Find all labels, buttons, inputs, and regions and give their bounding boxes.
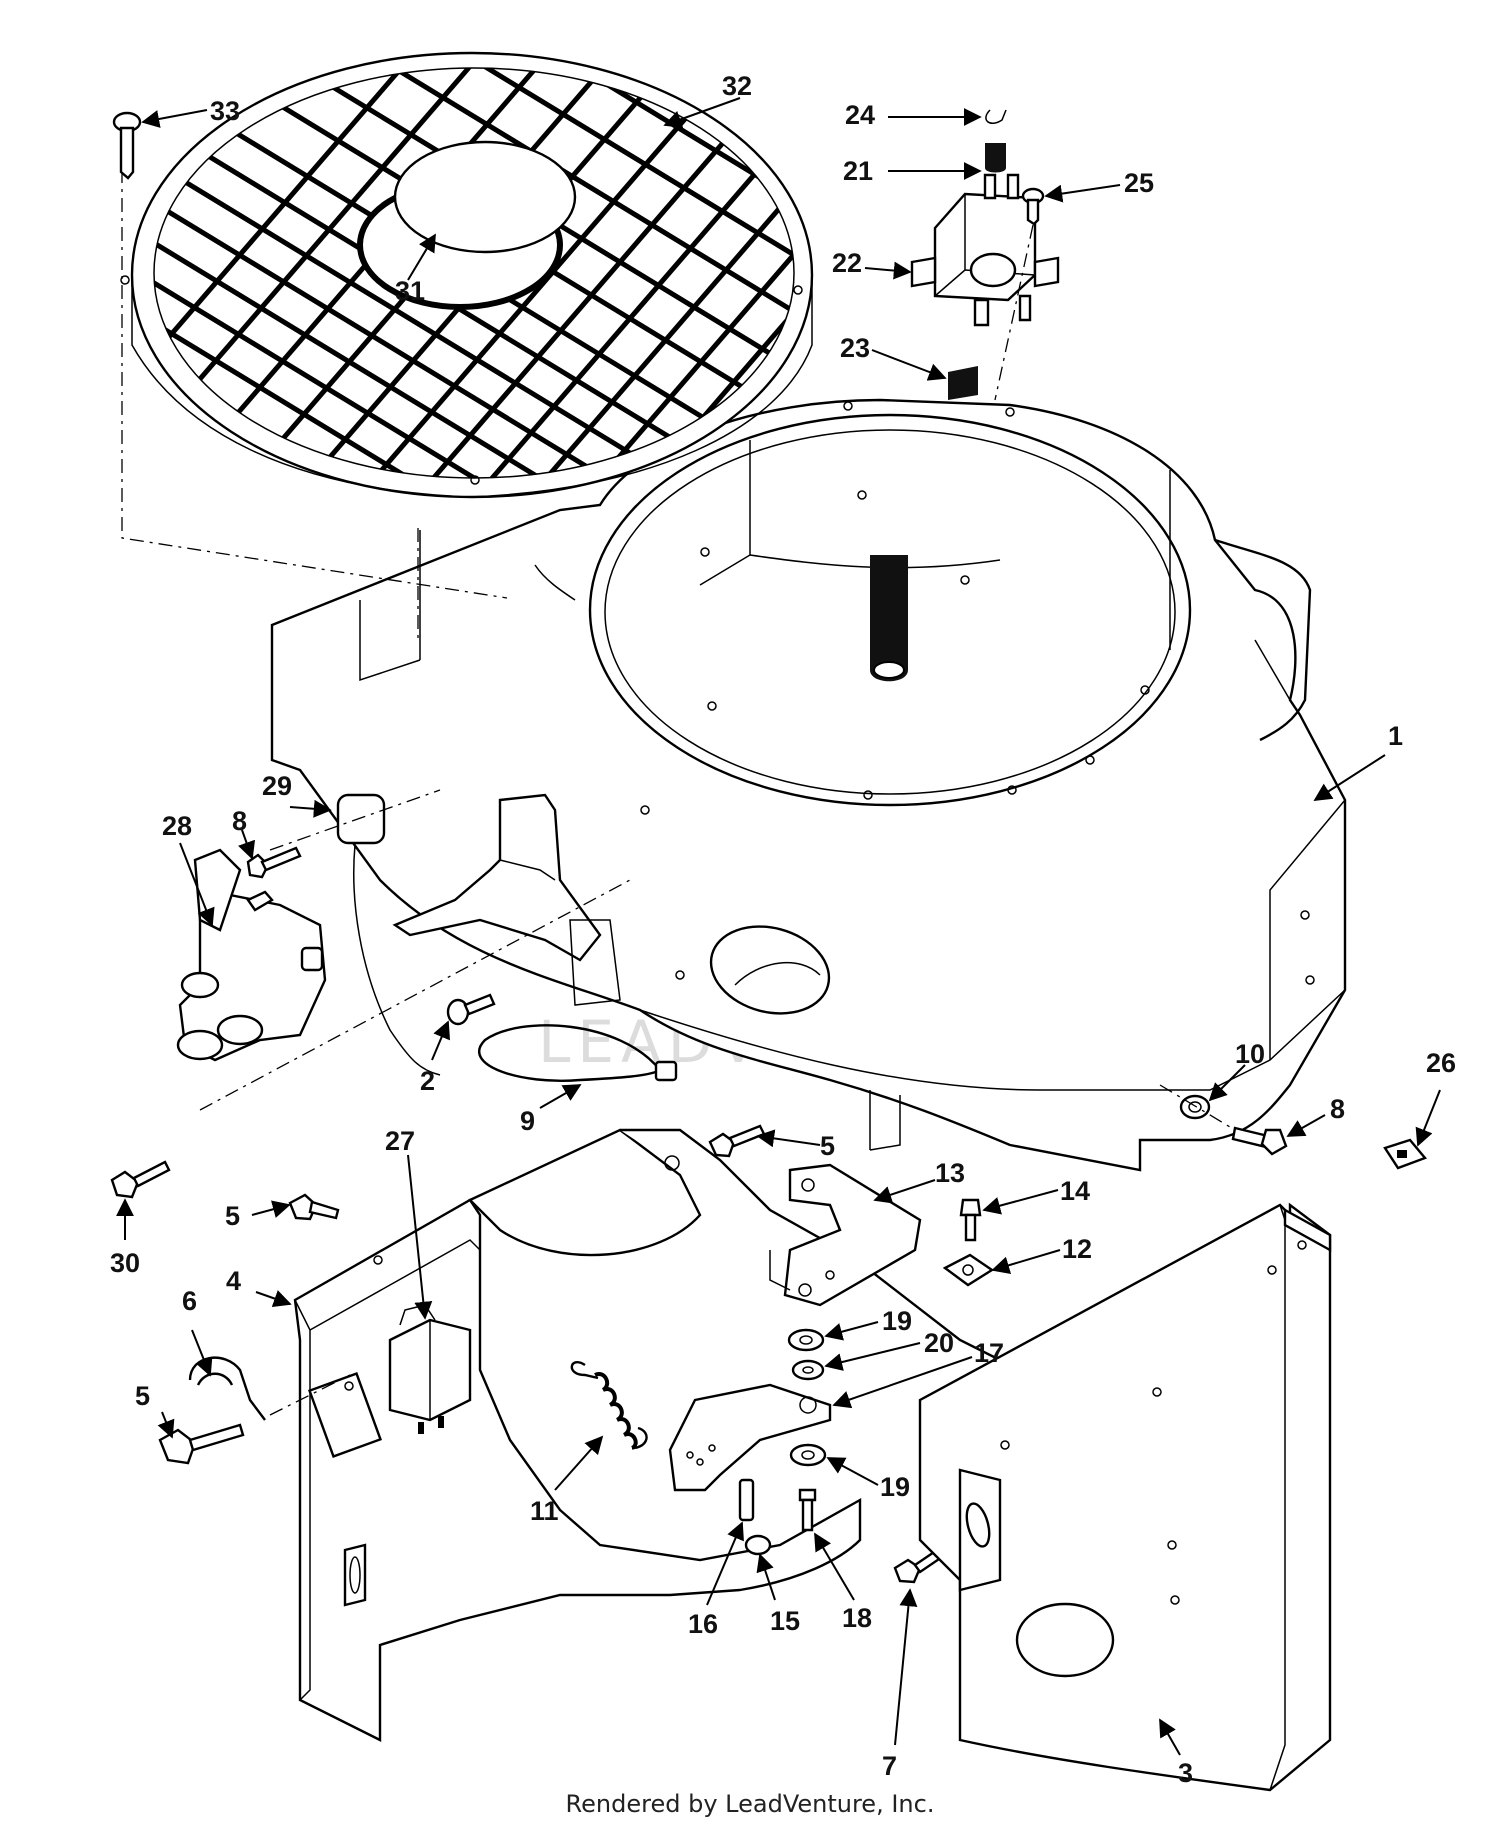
rectifier-27 <box>388 1304 472 1434</box>
callout-27: 27 <box>385 1126 415 1156</box>
spring-11 <box>570 1361 648 1450</box>
callout-15: 15 <box>770 1606 800 1636</box>
callout-7: 7 <box>882 1751 897 1781</box>
callout-19a: 19 <box>882 1306 912 1336</box>
callout-8b: 8 <box>1330 1094 1345 1124</box>
callout-26: 26 <box>1426 1048 1456 1078</box>
nut-12 <box>942 1253 995 1287</box>
callout-29: 29 <box>262 771 292 801</box>
grill-screw <box>112 111 142 180</box>
center-disc <box>393 140 577 254</box>
callout-32: 32 <box>722 71 752 101</box>
blower-housing <box>270 398 1347 1172</box>
callout-5b: 5 <box>820 1131 835 1161</box>
bolt-5-mid <box>288 1193 340 1221</box>
lower-shroud-plate <box>467 1128 1002 1380</box>
ignition-module <box>176 789 631 1111</box>
callout-16: 16 <box>688 1609 718 1639</box>
screw-16 <box>738 1478 755 1522</box>
callout-14: 14 <box>1060 1176 1090 1206</box>
bolt-30 <box>110 1160 171 1199</box>
callout-labels: 1 2 3 4 5 5 5 6 7 8 8 9 10 11 12 13 14 1… <box>110 71 1456 1788</box>
callout-25: 25 <box>1124 168 1154 198</box>
callout-30: 30 <box>110 1248 140 1278</box>
callout-19b: 19 <box>880 1472 910 1502</box>
callout-5a: 5 <box>225 1201 240 1231</box>
callout-22: 22 <box>832 248 862 278</box>
screw-14 <box>959 1198 982 1242</box>
callout-3: 3 <box>1178 1758 1193 1788</box>
screw-18 <box>798 1488 817 1532</box>
callout-31: 31 <box>395 276 425 306</box>
wire-ring <box>478 1024 678 1082</box>
nut-15 <box>744 1534 772 1556</box>
fuel-pump <box>910 109 1060 401</box>
bolt-8-lower <box>1231 1126 1288 1156</box>
washer-10 <box>1179 1094 1211 1120</box>
callout-6: 6 <box>182 1286 197 1316</box>
callout-11: 11 <box>530 1496 559 1526</box>
callout-24: 24 <box>845 100 875 130</box>
callout-33: 33 <box>210 96 240 126</box>
bolt-5-left <box>158 1423 245 1465</box>
callout-1: 1 <box>1388 721 1403 751</box>
right-shroud-3 <box>918 1202 1332 1792</box>
callout-8a: 8 <box>232 806 247 836</box>
callout-23: 23 <box>840 333 870 363</box>
side-baffle-4 <box>293 1198 862 1742</box>
callout-21: 21 <box>843 156 873 186</box>
bolt-5-top <box>708 1124 766 1158</box>
callout-13: 13 <box>935 1158 965 1188</box>
callout-28: 28 <box>162 811 192 841</box>
control-lever-17 <box>668 1383 832 1492</box>
callout-17: 17 <box>974 1338 1004 1368</box>
callout-4: 4 <box>226 1266 241 1296</box>
callout-9: 9 <box>520 1106 535 1136</box>
callout-12: 12 <box>1062 1234 1092 1264</box>
callout-5c: 5 <box>135 1381 150 1411</box>
leader-lines <box>116 97 1441 1756</box>
fan-grill <box>120 51 814 499</box>
callout-2: 2 <box>420 1066 435 1096</box>
callout-10: 10 <box>1235 1039 1265 1069</box>
footer-credit: Rendered by LeadVenture, Inc. <box>565 1790 935 1818</box>
callout-18: 18 <box>842 1603 872 1633</box>
washers-19-20 <box>787 1328 827 1467</box>
bolt-8-upper <box>246 846 302 879</box>
speed-clip-26 <box>1383 1138 1428 1170</box>
screw-2 <box>446 993 496 1026</box>
cable-clamp-6 <box>188 1356 266 1421</box>
callout-20: 20 <box>924 1328 954 1358</box>
